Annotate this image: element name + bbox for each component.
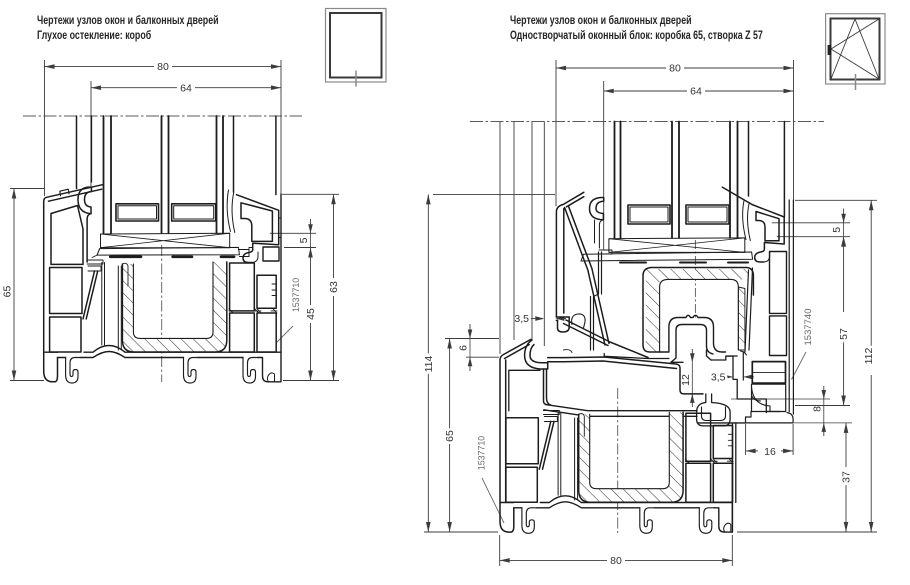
svg-text:57: 57 [838, 328, 850, 340]
svg-text:112: 112 [863, 347, 875, 364]
svg-text:64: 64 [690, 86, 702, 98]
svg-text:65: 65 [444, 430, 456, 442]
svg-text:114: 114 [423, 355, 435, 372]
svg-text:6: 6 [458, 345, 470, 351]
svg-text:80: 80 [157, 61, 169, 73]
svg-text:37: 37 [841, 471, 853, 483]
svg-text:45: 45 [305, 308, 317, 320]
svg-text:8: 8 [812, 406, 824, 412]
svg-text:5: 5 [298, 237, 310, 243]
svg-text:1537710: 1537710 [291, 278, 301, 312]
svg-text:12: 12 [680, 374, 692, 386]
svg-text:5: 5 [831, 227, 843, 233]
svg-text:3,5: 3,5 [514, 313, 529, 325]
svg-text:114: 114 [423, 355, 435, 372]
svg-text:65: 65 [444, 430, 456, 442]
svg-text:57: 57 [838, 328, 850, 340]
svg-text:1537710: 1537710 [477, 436, 487, 470]
svg-text:45: 45 [305, 308, 317, 320]
svg-text:80: 80 [669, 63, 681, 75]
svg-text:16: 16 [764, 446, 776, 458]
svg-text:3,5: 3,5 [711, 372, 726, 384]
svg-text:65: 65 [2, 286, 14, 298]
svg-text:112: 112 [863, 347, 875, 364]
svg-text:3,5: 3,5 [711, 372, 726, 384]
svg-text:80: 80 [610, 555, 622, 567]
svg-text:64: 64 [180, 82, 192, 94]
svg-text:37: 37 [841, 471, 853, 483]
svg-text:1537740: 1537740 [803, 309, 814, 346]
svg-text:5: 5 [298, 237, 310, 243]
svg-text:63: 63 [328, 281, 340, 293]
svg-text:63: 63 [328, 281, 340, 293]
svg-text:16: 16 [764, 446, 776, 458]
